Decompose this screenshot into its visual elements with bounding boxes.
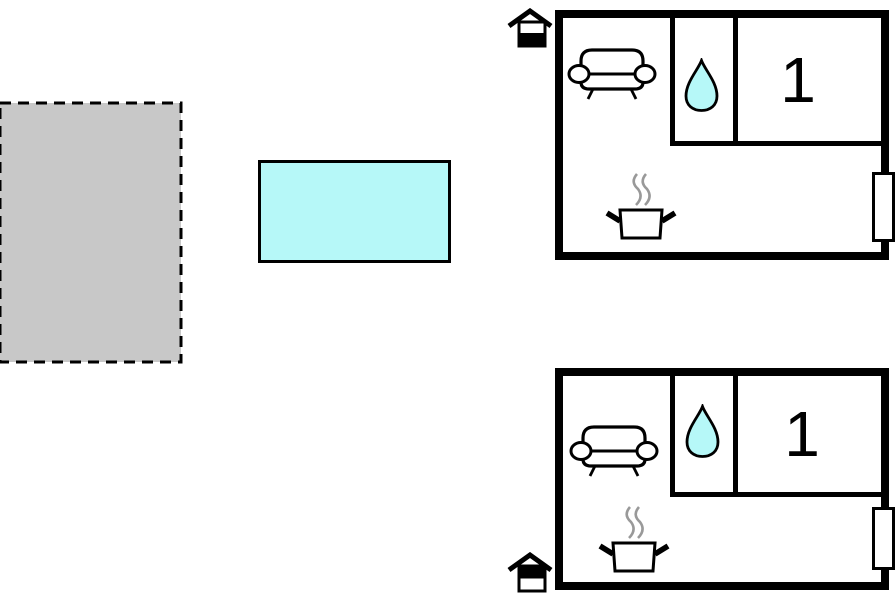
entrance-icon xyxy=(507,552,553,593)
water-drop-icon xyxy=(684,58,719,112)
sofa-icon xyxy=(569,425,659,477)
interior-wall-bathroom-left-bottom xyxy=(670,374,675,496)
steam-line xyxy=(625,506,635,539)
pool-rectangle xyxy=(258,160,451,263)
interior-wall-horizontal-top xyxy=(670,141,883,146)
interior-wall-bathroom-bedroom-bottom xyxy=(733,374,738,496)
interior-wall-horizontal-bottom xyxy=(670,492,883,497)
water-drop-icon xyxy=(685,404,720,458)
interior-wall-bathroom-left-top xyxy=(670,16,675,146)
steam-line xyxy=(634,506,644,539)
entrance-icon xyxy=(507,8,553,48)
steam-line xyxy=(632,173,642,206)
bedroom-number-label: 1 xyxy=(780,44,816,116)
window xyxy=(872,507,895,570)
terrace-dashed-area xyxy=(0,101,183,364)
cooking-pot-icon xyxy=(605,173,677,240)
window xyxy=(872,172,895,242)
bedroom-number-label: 1 xyxy=(784,398,820,470)
steam-line xyxy=(641,173,651,206)
pool-rect xyxy=(258,160,451,263)
sofa-icon xyxy=(567,48,657,100)
interior-wall-bathroom-bedroom-top xyxy=(733,16,738,146)
cooking-pot-icon xyxy=(598,506,670,573)
terrace-rect xyxy=(0,101,183,364)
